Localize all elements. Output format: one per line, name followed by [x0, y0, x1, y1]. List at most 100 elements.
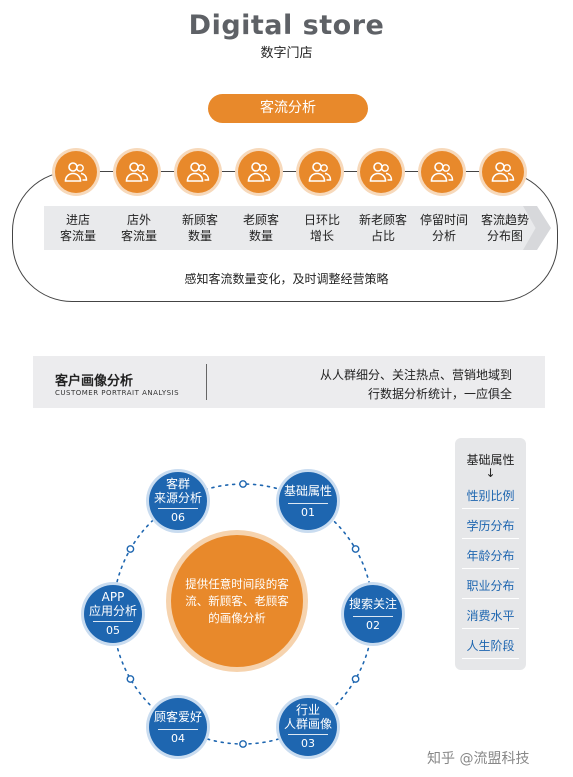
ring-node-divider: [158, 508, 198, 510]
people-icon: [238, 151, 280, 193]
attribute-item-divider: [462, 508, 519, 509]
flow-step-chevron: [44, 206, 114, 250]
flow-step-label-line2: 分布图: [486, 229, 523, 243]
ring-connector-dot: [239, 480, 247, 488]
ring-node-01: 基础属性 01: [279, 472, 337, 531]
ring-node-divider: [158, 728, 198, 730]
ring-node-divider: [93, 621, 133, 622]
attribute-item-divider: [462, 598, 519, 599]
ring-node-label: 行业: [295, 702, 320, 717]
flow-step-label: 进店客流量: [46, 212, 110, 244]
people-icon: [421, 151, 463, 193]
ring-node-04: 顾客爱好 04: [149, 697, 207, 756]
flow-step-label-line1: 新老顾客: [358, 213, 407, 227]
portrait-desc-line1: 从人群细分、关注热点、营销地域到: [319, 368, 512, 382]
flow-step-label: 客流趋势分布图: [473, 212, 537, 244]
attribute-item-divider: [462, 538, 519, 539]
ring-connector-dot: [126, 545, 135, 553]
flow-step-chevron: [410, 206, 480, 250]
attribute-item: 学历分布: [466, 519, 515, 533]
ring-node-number: 06: [171, 511, 185, 525]
banner-divider: [206, 364, 207, 400]
portrait-banner: [33, 356, 545, 408]
ring-node-label: 基础属性: [283, 484, 332, 499]
ring-node-number: 01: [301, 506, 315, 520]
flow-step-label: 日环比增长: [290, 212, 354, 244]
flow-step-label-line1: 新顾客: [181, 213, 218, 227]
flow-step-chevron: [105, 206, 175, 250]
attribute-item: 性别比例: [466, 489, 515, 503]
ring-node-label: 搜索关注: [348, 597, 397, 611]
ring-node-label: 客群: [165, 477, 190, 492]
ring-center-text: 提供任意时间段的客流、新顾客、老顾客的画像分析: [185, 577, 289, 625]
flow-step-label: 停留时间分析: [412, 212, 476, 244]
people-icon: [55, 151, 97, 193]
flow-step-label-line1: 店外: [126, 213, 151, 227]
flow-step-label-line2: 数量: [248, 229, 273, 243]
ring-node-number: 04: [171, 731, 185, 745]
flow-step-label-line2: 客流量: [59, 229, 96, 243]
flow-step-chevron: [166, 206, 236, 250]
ring-node-label: 顾客爱好: [153, 709, 202, 724]
people-icon: [360, 151, 402, 193]
attribute-item: 职业分布: [466, 579, 515, 593]
arrow-down-icon: ↓: [485, 466, 496, 480]
flow-step-label-line1: 日环比: [303, 213, 340, 227]
ring-connector-dot: [351, 675, 360, 683]
attribute-item: 年龄分布: [466, 549, 515, 563]
ring-node-label-line2: 应用分析: [88, 604, 137, 618]
flow-step-label-line1: 客流趋势: [480, 213, 529, 227]
flow-step-chevron: [349, 206, 419, 250]
flow-step-label-line1: 停留时间: [419, 213, 468, 227]
attribute-item: 消费水平: [466, 609, 515, 623]
attribute-item: 人生阶段: [466, 639, 515, 653]
portrait-title: 客户画像分析: [55, 374, 134, 389]
watermark: 知乎 @流盟科技: [427, 751, 530, 767]
flow-step-label: 新顾客数量: [168, 212, 232, 244]
flow-step-chevron: [227, 206, 297, 250]
flow-step-label-line2: 分析: [431, 229, 456, 243]
flow-step-label: 店外客流量: [107, 212, 171, 244]
portrait-desc-line2: 行数据分析统计，一应俱全: [367, 387, 512, 401]
people-icon: [116, 151, 158, 193]
flow-step-chevron: [288, 206, 358, 250]
ring-node-divider: [288, 733, 328, 735]
flow-step-label-line2: 客流量: [120, 229, 157, 243]
flow-step-label-line2: 占比: [370, 229, 395, 243]
attribute-item-divider: [462, 568, 519, 569]
ring-connector-dot: [239, 740, 247, 748]
attribute-panel: [455, 438, 526, 670]
flow-loop-border: [12, 171, 558, 302]
page-subtitle: 数字门店: [260, 46, 313, 61]
ring-center-circle: 提供任意时间段的客流、新顾客、老顾客的画像分析: [171, 535, 303, 667]
ring-node-number: 02: [366, 619, 380, 632]
flow-step-label-line2: 数量: [187, 229, 212, 243]
flow-step-label-line1: 进店: [65, 213, 90, 227]
ring-node-label: APP: [101, 590, 125, 604]
ring-node-divider: [353, 616, 393, 617]
ring-node-label-line2: 来源分析: [153, 491, 202, 506]
traffic-analysis-pill: 客流分析: [208, 94, 368, 123]
ring-node-label-line2: 人群画像: [283, 716, 332, 731]
attribute-item-divider: [462, 658, 519, 659]
flow-step-label-line2: 增长: [309, 229, 334, 243]
ring-node-02: 搜索关注 02: [344, 585, 402, 643]
flow-step-label: 老顾客数量: [229, 212, 293, 244]
attribute-item-divider: [462, 628, 519, 629]
flow-step-label-line1: 老顾客: [242, 213, 279, 227]
people-icon: [177, 151, 219, 193]
ring-connector-dot: [351, 545, 360, 553]
people-icon: [482, 151, 524, 193]
ring-connector-dot: [126, 675, 135, 683]
ring-node-03: 行业人群画像 03: [279, 697, 337, 756]
people-icon: [299, 151, 341, 193]
portrait-subtitle: CUSTOMER PORTRAIT ANALYSIS: [55, 389, 180, 397]
ring-node-divider: [288, 503, 328, 505]
page-title: Digital store: [188, 10, 385, 41]
ring-node-06: 客群来源分析 06: [149, 472, 207, 531]
attribute-panel-title: 基础属性: [466, 453, 515, 467]
flow-step-label: 新老顾客占比: [351, 212, 415, 244]
flow-caption: 感知客流数量变化，及时调整经营策略: [184, 272, 389, 286]
ring-node-number: 03: [301, 736, 315, 750]
